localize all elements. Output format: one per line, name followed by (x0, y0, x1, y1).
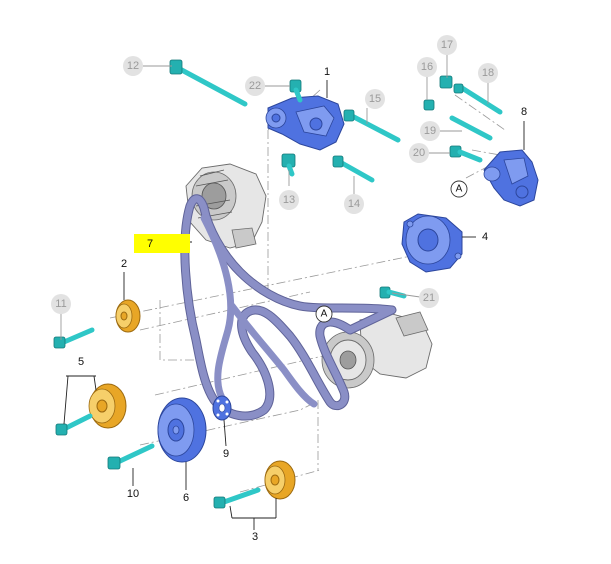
callout-10[interactable]: 10 (127, 488, 139, 500)
part-1-tensioner-bracket (265, 95, 345, 151)
callout-5[interactable]: 5 (78, 356, 84, 368)
part-5-bolt (55, 413, 93, 436)
reference-mark-a-top-label: A (456, 184, 463, 195)
callout-13[interactable]: 13 (279, 190, 299, 210)
part-11-bolt (53, 327, 95, 349)
callout-3-label: 3 (252, 531, 258, 543)
callout-14-label: 14 (348, 198, 360, 210)
callout-3[interactable]: 3 (252, 531, 258, 543)
part-4-pump-pulley (401, 213, 463, 273)
callout-18[interactable]: 18 (478, 63, 498, 83)
callout-6[interactable]: 6 (183, 492, 189, 504)
part-18-stud (453, 83, 503, 115)
part-10-bolt (107, 443, 155, 470)
power-steering-pump (321, 311, 433, 389)
callout-4-label: 4 (482, 231, 488, 243)
callout-12[interactable]: 12 (123, 56, 143, 76)
callout-17-label: 17 (441, 39, 453, 51)
part-22-bolt (289, 79, 303, 103)
callout-20[interactable]: 20 (409, 143, 429, 163)
callout-15[interactable]: 15 (365, 89, 385, 109)
part-3-bolt (213, 487, 261, 509)
callout-21-label: 21 (423, 292, 435, 304)
part-13-bolt (281, 153, 296, 177)
part-3-idler-pulley (264, 460, 296, 500)
callout-2[interactable]: 2 (121, 258, 127, 270)
callout-13-label: 13 (283, 194, 295, 206)
part-21-bolt (379, 286, 407, 299)
callout-16-label: 16 (421, 61, 433, 73)
callout-7-highlighted[interactable]: 7 (134, 234, 190, 253)
part-14-bolt (332, 155, 375, 183)
callout-2-label: 2 (121, 258, 127, 270)
part-19-stud (449, 115, 493, 141)
callout-17[interactable]: 17 (437, 35, 457, 55)
callout-1[interactable]: 1 (324, 66, 330, 78)
part-5-idler-pulley (88, 383, 127, 429)
part-15-bolt (343, 109, 401, 143)
callout-11[interactable]: 11 (51, 294, 71, 314)
callout-12-label: 12 (127, 60, 139, 72)
part-6-crankshaft-pulley (157, 397, 207, 463)
callout-14[interactable]: 14 (344, 194, 364, 214)
reference-mark-a-belt-label: A (321, 309, 328, 320)
callout-4[interactable]: 4 (482, 231, 488, 243)
reference-mark-a-top: A (450, 180, 468, 198)
callout-8[interactable]: 8 (521, 106, 527, 118)
part-17-nut (439, 75, 453, 89)
alternator (185, 163, 267, 249)
callout-16[interactable]: 16 (417, 57, 437, 77)
callout-10-label: 10 (127, 488, 139, 500)
callout-18-label: 18 (482, 67, 494, 79)
callout-20-label: 20 (413, 147, 425, 159)
part-20-bolt (449, 145, 483, 163)
callout-9[interactable]: 9 (223, 448, 229, 460)
callout-22-label: 22 (249, 80, 261, 92)
callout-8-label: 8 (521, 106, 527, 118)
callout-9-label: 9 (223, 448, 229, 460)
part-9-plate (212, 395, 232, 421)
callout-1-label: 1 (324, 66, 330, 78)
callout-11-label: 11 (55, 298, 66, 310)
callout-6-label: 6 (183, 492, 189, 504)
callout-19[interactable]: 19 (420, 121, 440, 141)
part-12-long-bolt (169, 59, 248, 107)
callout-21[interactable]: 21 (419, 288, 439, 308)
part-8-mounting-bracket (483, 149, 539, 207)
callout-19-label: 19 (424, 125, 436, 137)
callout-7-label: 7 (147, 238, 153, 250)
part-2-idler-pulley (115, 299, 141, 333)
callout-22[interactable]: 22 (245, 76, 265, 96)
callout-5-label: 5 (78, 356, 84, 368)
callout-15-label: 15 (369, 93, 381, 105)
highlight-box (134, 234, 190, 253)
reference-mark-a-belt: A (315, 305, 333, 323)
part-16-nut (423, 99, 435, 111)
